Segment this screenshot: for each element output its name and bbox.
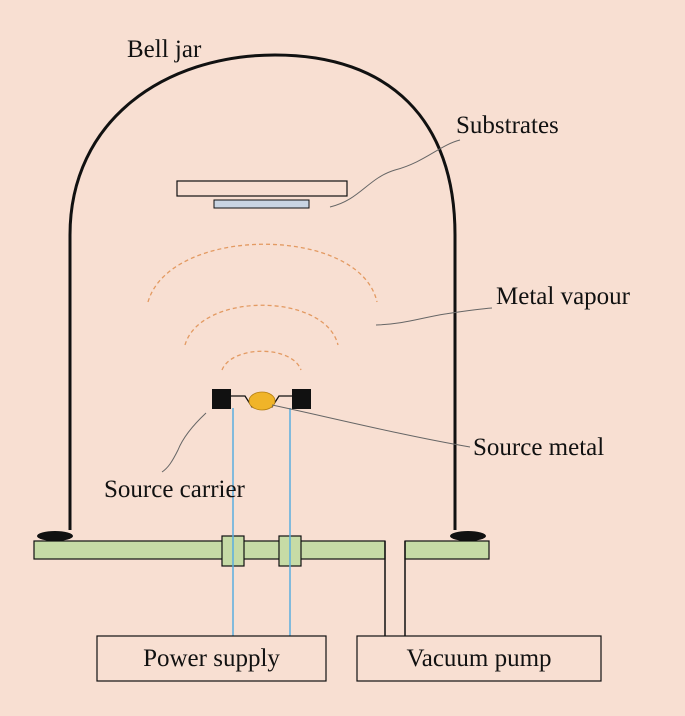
leader-source-metal xyxy=(271,404,471,448)
base-plate-left xyxy=(33,540,386,560)
vapour-arc-middle xyxy=(184,304,339,346)
leader-metal-vapour xyxy=(375,307,493,326)
label-vacuum-pump: Vacuum pump xyxy=(406,645,552,672)
substrate xyxy=(213,199,310,209)
leader-substrates xyxy=(329,139,461,208)
label-bell-jar: Bell jar xyxy=(127,36,202,63)
label-source-carrier: Source carrier xyxy=(104,476,245,503)
carrier-block-left xyxy=(212,389,231,409)
vacuum-pump-box xyxy=(356,635,602,682)
label-metal-vapour: Metal vapour xyxy=(496,283,630,310)
vapour-arc-inner xyxy=(221,350,302,371)
bell-jar-outline xyxy=(68,53,457,530)
right-seal xyxy=(450,531,486,541)
label-substrates: Substrates xyxy=(456,112,559,139)
vapour-arc-outer xyxy=(147,243,378,303)
label-source-metal: Source metal xyxy=(473,434,605,461)
source-metal-blob xyxy=(248,391,276,411)
base-plate-right xyxy=(404,540,490,560)
carrier-block-right xyxy=(292,389,311,409)
leader-source-carrier xyxy=(161,412,207,473)
left-seal xyxy=(37,531,73,541)
power-supply-box xyxy=(96,635,327,682)
label-power-supply: Power supply xyxy=(143,645,280,672)
substrate-holder xyxy=(176,180,348,197)
